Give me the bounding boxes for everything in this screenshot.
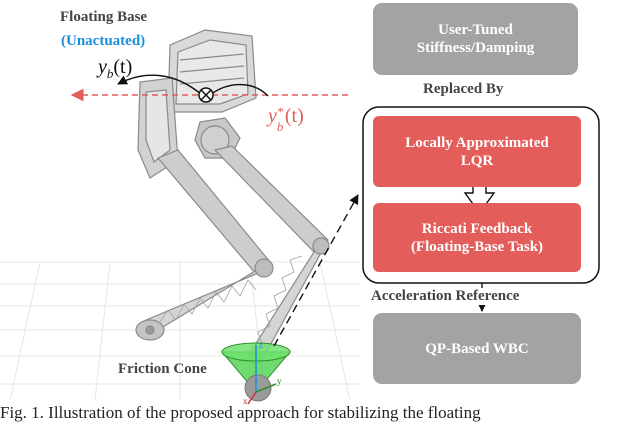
yb-star-symbol: y (268, 105, 277, 127)
yb-star-superscript: * (276, 104, 284, 119)
friction-cone-label: Friction Cone (118, 361, 207, 377)
riccati-line2: (Floating-Base Task) (410, 238, 544, 255)
lqr-riccati-frame (362, 106, 600, 284)
floor-grid (0, 261, 360, 401)
yb-symbol: y (98, 56, 107, 78)
yb-curve-arrow (117, 74, 203, 96)
axis-y-label: y (277, 376, 282, 386)
yb-star-label: y*b(t) (268, 104, 304, 134)
lqr-line1: Locally Approximated (405, 134, 549, 151)
user-tuned-box: User-Tuned Stiffness/Damping (373, 3, 578, 75)
replaced-by-label: Replaced By (423, 81, 504, 97)
figure-caption: Fig. 1. Illustration of the proposed app… (0, 403, 481, 422)
user-tuned-line2: Stiffness/Damping (416, 40, 535, 56)
dashed-link-arrow (273, 194, 359, 347)
yb-star-curve (209, 83, 269, 97)
floating-base-label: Floating Base (60, 9, 148, 25)
acceleration-reference-label: Acceleration Reference (371, 288, 520, 305)
axis-z-label: z (259, 340, 263, 350)
yb-star-subscript: b (276, 119, 284, 134)
robot-legs (135, 145, 330, 361)
riccati-line1: Riccati Feedback (421, 220, 533, 237)
unactuated-label: (Unactuated) (61, 33, 146, 49)
qp-wbc-box: QP-Based WBC (373, 313, 581, 384)
friction-cone-shape (220, 342, 292, 405)
yb-star-argument: (t) (284, 105, 304, 127)
axis-x-label: x (243, 396, 248, 406)
user-tuned-line1: User-Tuned (438, 22, 513, 38)
lqr-box: Locally Approximated LQR (373, 116, 581, 187)
yb-argument: (t) (113, 56, 133, 78)
qp-wbc-text: QP-Based WBC (425, 340, 529, 357)
base-origin-symbol (198, 87, 214, 103)
riccati-box: Riccati Feedback (Floating-Base Task) (373, 203, 581, 272)
yb-label: yb(t) (98, 56, 132, 82)
yb-subscript: b (106, 66, 114, 81)
lqr-line2: LQR (460, 152, 494, 169)
